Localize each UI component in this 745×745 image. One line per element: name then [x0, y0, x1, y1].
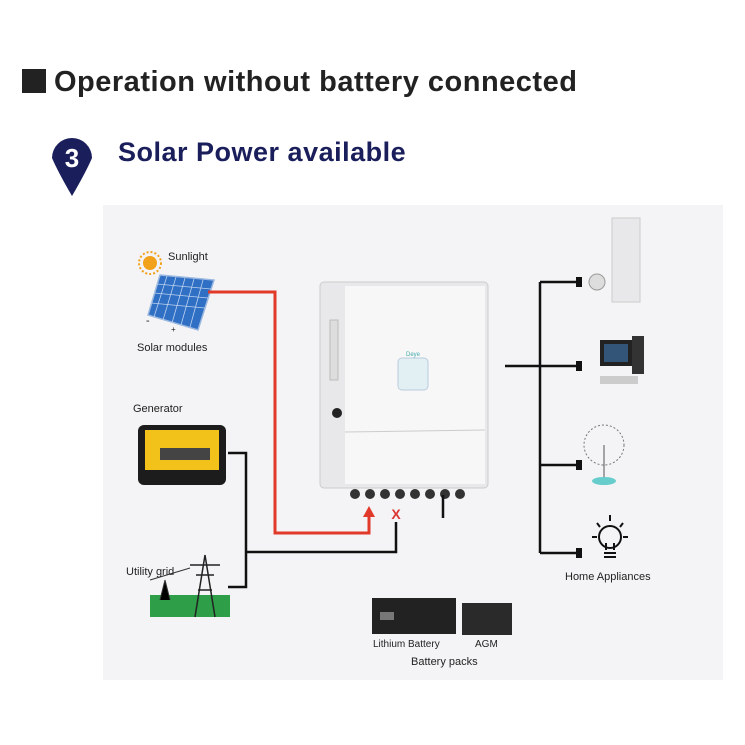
fan-icon: [583, 424, 625, 485]
subtitle: Solar Power available: [118, 137, 407, 167]
lithium-battery-label: Lithium Battery: [373, 639, 440, 650]
square-bullet-icon: [22, 69, 46, 93]
arrow-up-icon: [363, 506, 375, 517]
plus-label: +: [171, 325, 176, 334]
lithium-battery-icon: [372, 598, 456, 634]
inverter-icon: Deye: [319, 281, 489, 499]
grid-generator-wire: [228, 451, 398, 589]
home-appliances-label: Home Appliances: [565, 571, 651, 583]
solar-power-line: [208, 290, 371, 535]
agm-battery-icon: [462, 603, 512, 635]
minus-label: -: [146, 315, 150, 327]
agm-label: AGM: [475, 639, 498, 650]
step-pin-icon: 3: [52, 138, 92, 196]
solar-panel-icon: [147, 274, 215, 331]
utility-grid-label: Utility grid: [126, 566, 175, 578]
step-number: 3: [65, 143, 79, 173]
solar-modules-label: Solar modules: [137, 342, 208, 354]
battery-packs-label: Battery packs: [411, 656, 478, 668]
generator-icon: [138, 425, 226, 485]
computer-icon: [600, 336, 644, 384]
generator-label: Generator: [133, 403, 183, 415]
svg-text:Deye: Deye: [406, 352, 421, 358]
sunlight-label: Sunlight: [168, 251, 208, 263]
plug-icons: [576, 277, 582, 558]
load-wire: [505, 280, 578, 555]
air-conditioner-icon: [588, 217, 641, 303]
blocked-mark-icon: X: [391, 506, 401, 522]
page-title: Operation without battery connected: [22, 66, 577, 99]
utility-grid-icon: [149, 554, 230, 618]
sun-icon: [143, 256, 157, 270]
light-bulb-icon: [592, 515, 628, 558]
